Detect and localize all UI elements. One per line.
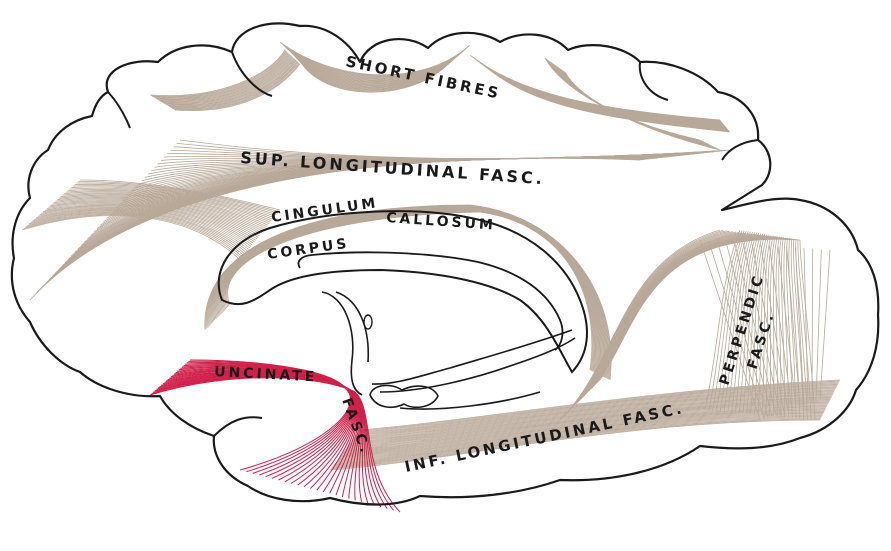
- short-fibres-bundle: [150, 42, 730, 150]
- sup-longitudinal-fasc-label: SUP. LONGITUDINAL FASC.: [240, 148, 546, 188]
- sulcus-notch: [214, 417, 262, 436]
- sulcus-notch: [640, 62, 668, 100]
- thalamus-outline: [372, 330, 575, 392]
- sulcus-notch: [108, 92, 130, 128]
- anterior-commissure: [364, 315, 372, 329]
- mammillary-region: [370, 385, 438, 407]
- corpus-callosum-outline: [219, 211, 587, 372]
- callosum-label: CALLOSUM: [386, 210, 497, 234]
- uncinate-label: UNCINATE: [214, 364, 318, 385]
